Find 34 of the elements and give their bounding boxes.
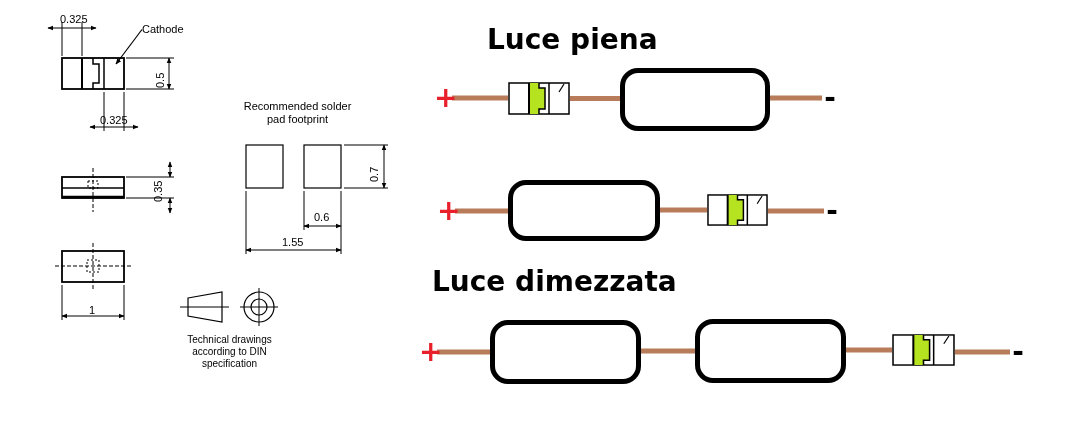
wire <box>570 96 620 101</box>
wire <box>770 95 822 101</box>
note-text: Recommended solder pad footprint <box>242 100 353 127</box>
polarity-sign: - <box>824 197 840 225</box>
callout-label: Cathode <box>142 23 190 36</box>
dimension-label: 0.6 <box>314 212 330 223</box>
rounded-box <box>490 320 641 384</box>
leader-line <box>115 28 143 65</box>
wire <box>846 347 892 353</box>
led-drawing <box>508 82 570 115</box>
wire <box>955 349 1010 355</box>
wire <box>768 208 824 214</box>
dimension-label: 0.35 <box>153 180 164 202</box>
dimension-label: 0.7 <box>369 166 380 182</box>
rounded-box <box>695 319 846 383</box>
dimension-label: 0.325 <box>60 14 88 25</box>
polarity-sign: - <box>822 84 838 112</box>
led-drawing <box>707 194 768 226</box>
wire <box>641 348 695 354</box>
led-drawing <box>892 334 955 366</box>
section-heading: Luce piena <box>487 26 658 54</box>
dimension-label: 0.5 <box>155 72 166 88</box>
note-text: Technical drawings according to DIN specification <box>186 334 273 370</box>
polarity-sign: - <box>1010 338 1026 366</box>
wire <box>452 95 508 101</box>
wire <box>437 349 490 355</box>
dimension-label: 1.55 <box>282 237 304 248</box>
wire <box>455 208 508 214</box>
dimension-label: 0.325 <box>100 115 128 126</box>
rounded-box <box>620 68 770 131</box>
rounded-box <box>508 180 660 241</box>
wire <box>660 207 707 213</box>
dimension-label: 1 <box>89 305 96 316</box>
section-heading: Luce dimezzata <box>432 268 677 296</box>
